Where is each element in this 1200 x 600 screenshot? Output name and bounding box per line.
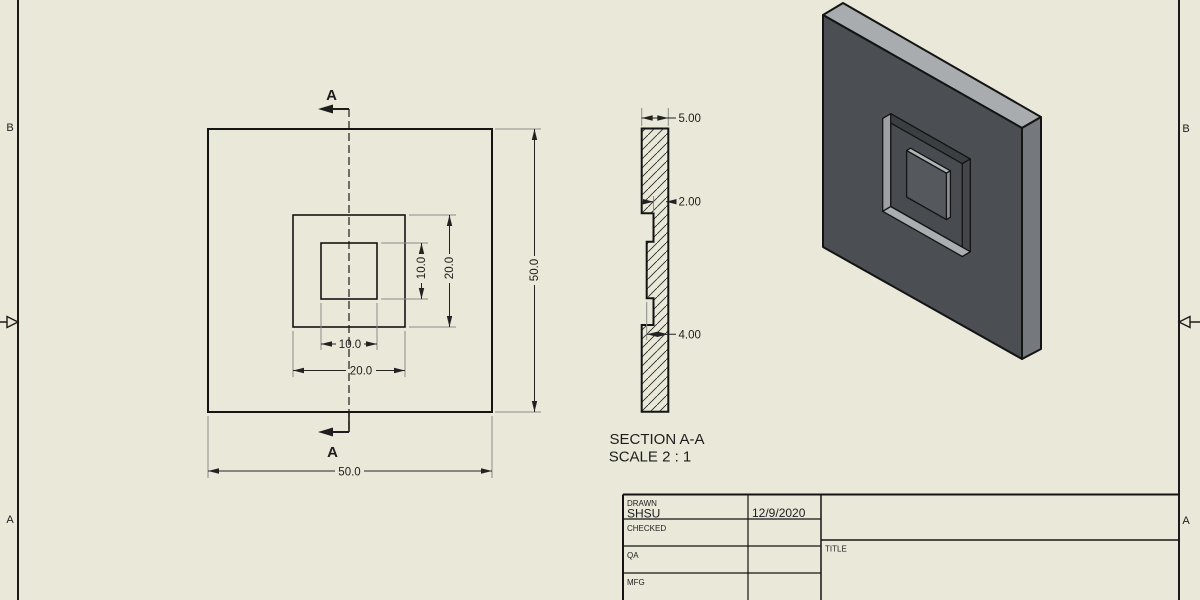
- dim-arrow-icon: [531, 129, 538, 140]
- dim-arrow-icon: [418, 288, 425, 299]
- zone-center-arrow-right-icon: [1177, 315, 1191, 329]
- isometric-view[interactable]: [822, 2, 1042, 360]
- iso-side-face: [1021, 116, 1042, 360]
- zone-letter-b-left: B: [6, 122, 13, 134]
- dim-inner-width[interactable]: 10.0: [320, 303, 378, 351]
- dim-arrow-icon: [657, 115, 669, 121]
- dim-arrow-icon: [531, 401, 538, 412]
- dim-mid-width-text[interactable]: 20.0: [350, 366, 372, 378]
- dim-mid-width[interactable]: 20.0: [292, 331, 406, 378]
- boss-square-edge: [320, 242, 378, 300]
- dim-section-boss-height-text[interactable]: 4.00: [679, 329, 701, 341]
- front-view[interactable]: A A 10.0 20.0: [207, 87, 541, 479]
- dim-arrow-icon: [646, 331, 658, 337]
- dim-arrow-icon: [666, 199, 677, 205]
- titleblock-title-label: TITLE: [825, 545, 847, 554]
- dim-arrow-icon: [208, 468, 219, 474]
- section-cut-arrow-top: A: [318, 87, 349, 114]
- dim-outer-height-text[interactable]: 50.0: [529, 259, 541, 281]
- titleblock-drawn-date: 12/9/2020: [752, 506, 806, 520]
- dim-arrow-icon: [446, 316, 453, 327]
- dim-arrow-icon: [446, 215, 453, 226]
- dim-arrow-icon: [641, 115, 653, 121]
- dim-inner-height-text[interactable]: 10.0: [416, 257, 428, 279]
- cut-arrowhead-top-icon: [318, 104, 333, 114]
- dim-arrow-icon: [481, 468, 492, 474]
- zone-center-arrow-left-icon: [6, 315, 20, 329]
- cut-label-bottom: A: [327, 444, 338, 461]
- iso-pocket-right-wall: [961, 158, 971, 258]
- section-cut-arrow-bottom: A: [318, 412, 350, 461]
- dim-mid-height[interactable]: 20.0: [409, 214, 456, 328]
- dim-mid-height-text[interactable]: 20.0: [444, 257, 456, 279]
- titleblock-checked-label: CHECKED: [627, 524, 666, 533]
- section-view[interactable]: 5.00 2.00 4.00 SECTION A-A SCALE 2 : 1: [609, 108, 705, 466]
- zone-letter-b-right: B: [1182, 123, 1189, 135]
- title-block: DRAWN SHSU 12/9/2020 CHECKED QA MFG TITL…: [622, 493, 1179, 600]
- zone-letter-a-left: A: [6, 514, 14, 526]
- dim-outer-width-text[interactable]: 50.0: [338, 467, 360, 479]
- dim-arrow-icon: [366, 341, 377, 347]
- dim-arrow-icon: [321, 341, 332, 347]
- dim-arrow-icon: [293, 367, 304, 374]
- iso-boss-front-face: [905, 149, 948, 221]
- dim-section-thickness[interactable]: 5.00: [641, 108, 701, 126]
- iso-pocket-left-wall: [882, 113, 892, 212]
- dim-arrow-icon: [418, 243, 425, 254]
- dim-arrow-icon: [394, 367, 405, 374]
- pocket-square-edge: [292, 214, 406, 328]
- dim-arrow-icon: [643, 199, 654, 205]
- dim-inner-width-text[interactable]: 10.0: [339, 339, 361, 351]
- titleblock-drawn-label: DRAWN: [627, 499, 657, 508]
- dim-section-thickness-text[interactable]: 5.00: [679, 113, 701, 125]
- zone-letter-a-right: A: [1182, 515, 1190, 527]
- dim-outer-height[interactable]: 50.0: [495, 128, 541, 413]
- section-profile: [640, 127, 670, 413]
- dim-outer-width[interactable]: 50.0: [207, 416, 493, 479]
- dim-section-pocket-depth-text[interactable]: 2.00: [679, 197, 701, 209]
- section-view-scale: SCALE 2 : 1: [609, 449, 692, 466]
- section-view-title: SECTION A-A: [609, 431, 704, 448]
- dim-section-boss-height[interactable]: 4.00: [646, 302, 701, 341]
- cut-arrowhead-bottom-icon: [318, 427, 333, 437]
- titleblock-qa-label: QA: [627, 551, 639, 560]
- titleblock-mfg-label: MFG: [627, 578, 645, 587]
- outer-square-edge: [207, 128, 493, 413]
- cut-label-top: A: [326, 87, 337, 104]
- titleblock-drawn-value: SHSU: [627, 507, 660, 521]
- dim-arrow-icon: [657, 331, 669, 337]
- dim-section-pocket-depth[interactable]: 2.00: [642, 196, 701, 213]
- dim-inner-height[interactable]: 10.0: [381, 242, 428, 300]
